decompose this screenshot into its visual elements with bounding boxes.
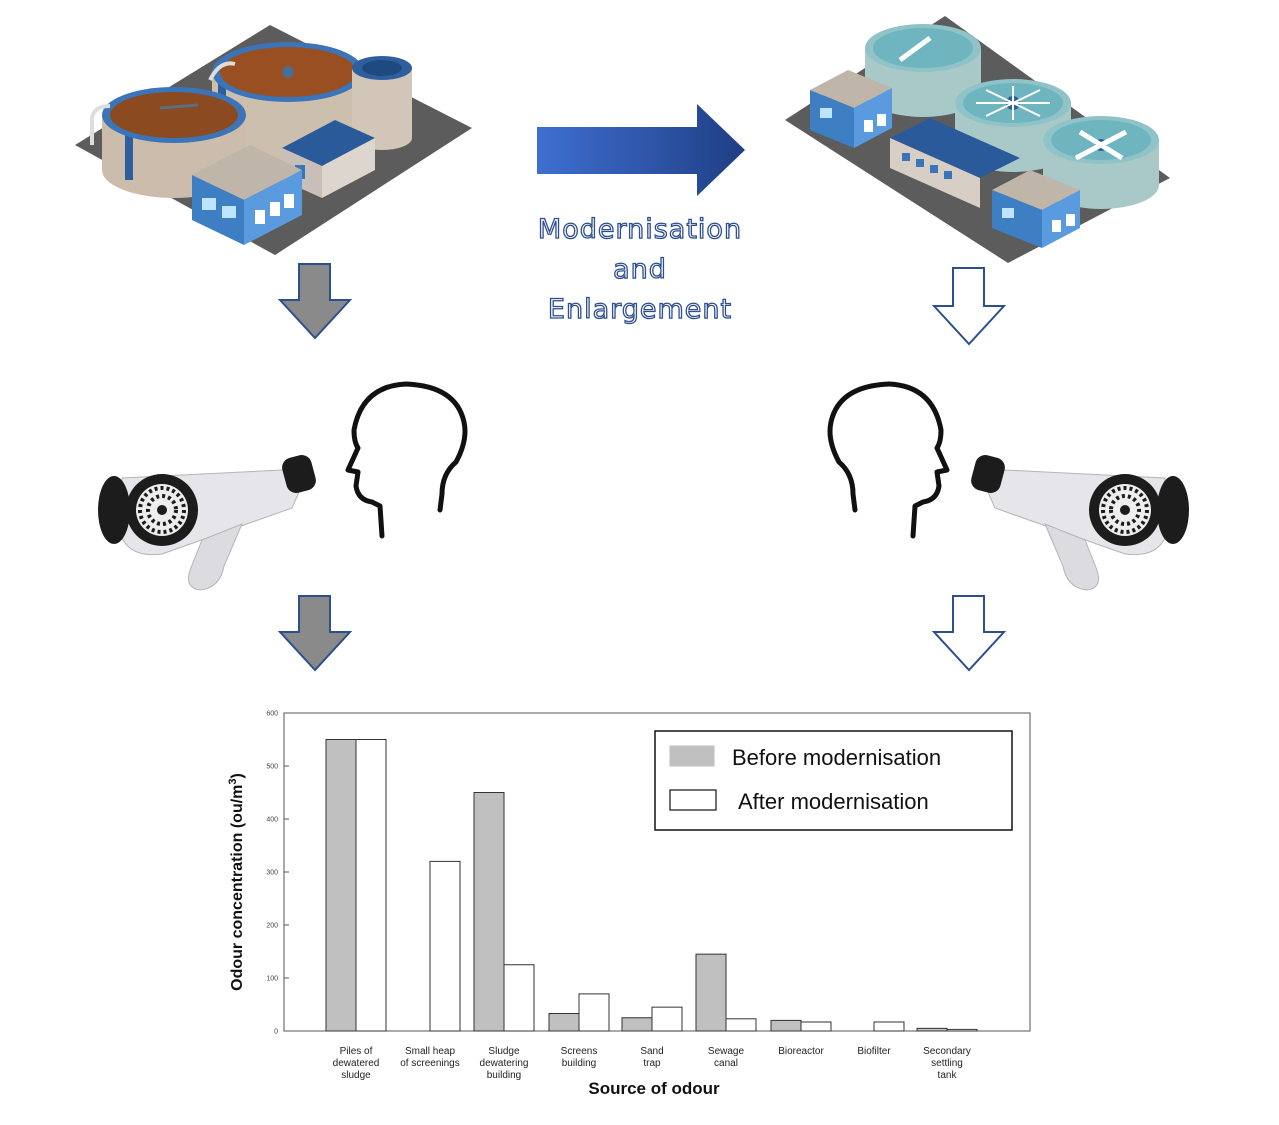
bar-before-2 bbox=[473, 792, 505, 1032]
human-head-right-icon bbox=[827, 381, 950, 539]
legend-label-before: Before modernisation bbox=[732, 745, 941, 770]
olfactometer-left-icon bbox=[98, 454, 316, 591]
chart-legend: Before modernisation After modernisation bbox=[654, 730, 1013, 831]
bar-after-6 bbox=[800, 1021, 832, 1032]
bar-after-3 bbox=[578, 993, 610, 1032]
legend-swatch-after bbox=[669, 789, 717, 811]
y-tick-label: 200 bbox=[266, 923, 278, 930]
y-axis-ticks: 0 100 200 300 400 500 600 bbox=[266, 711, 289, 1036]
bar-after-8 bbox=[946, 1028, 978, 1032]
down-arrow-after-2-icon bbox=[932, 595, 1006, 672]
x-tick-label: Biofilter bbox=[857, 1046, 891, 1057]
legend-swatch-before bbox=[669, 745, 715, 767]
bar-before-0 bbox=[325, 739, 357, 1032]
down-arrow-before-1-icon bbox=[278, 263, 352, 340]
y-tick-label: 600 bbox=[266, 711, 278, 718]
caption-line: Enlargement bbox=[547, 293, 733, 325]
modernisation-caption: Modernisation and Enlargement bbox=[500, 210, 780, 330]
bar-after-4 bbox=[651, 1006, 683, 1032]
bar-after-7 bbox=[873, 1021, 905, 1032]
human-head-left-icon bbox=[345, 381, 468, 539]
x-tick-label: Bioreactor bbox=[778, 1046, 824, 1057]
caption-line: Modernisation bbox=[537, 213, 743, 245]
bar-before-8 bbox=[916, 1027, 948, 1032]
olfactometer-right-icon bbox=[971, 454, 1189, 591]
bar-before-3 bbox=[548, 1013, 580, 1032]
caption-line: and bbox=[612, 253, 667, 285]
y-tick-label: 100 bbox=[266, 976, 278, 983]
x-axis-label: Source of odour bbox=[588, 1079, 720, 1098]
bar-after-5 bbox=[725, 1018, 757, 1032]
bar-after-2 bbox=[503, 964, 535, 1032]
y-axis-label: Odour concentration (ou/m3) bbox=[227, 773, 246, 991]
bar-after-1 bbox=[429, 860, 461, 1032]
y-tick-label: 500 bbox=[266, 764, 278, 771]
bar-before-4 bbox=[621, 1017, 653, 1032]
bar-before-6 bbox=[770, 1019, 802, 1032]
modernisation-arrow-icon bbox=[537, 104, 745, 196]
bar-before-5 bbox=[695, 953, 727, 1032]
modern-wastewater-plant-icon bbox=[785, 16, 1170, 263]
bars bbox=[325, 739, 978, 1032]
legend-label-after: After modernisation bbox=[738, 789, 929, 814]
old-wastewater-plant-icon bbox=[75, 25, 472, 255]
down-arrow-after-1-icon bbox=[932, 267, 1006, 346]
down-arrow-before-2-icon bbox=[278, 595, 352, 672]
y-tick-label: 300 bbox=[266, 870, 278, 877]
y-tick-label: 400 bbox=[266, 817, 278, 824]
bar-after-0 bbox=[355, 739, 387, 1032]
y-tick-label: 0 bbox=[274, 1029, 278, 1036]
